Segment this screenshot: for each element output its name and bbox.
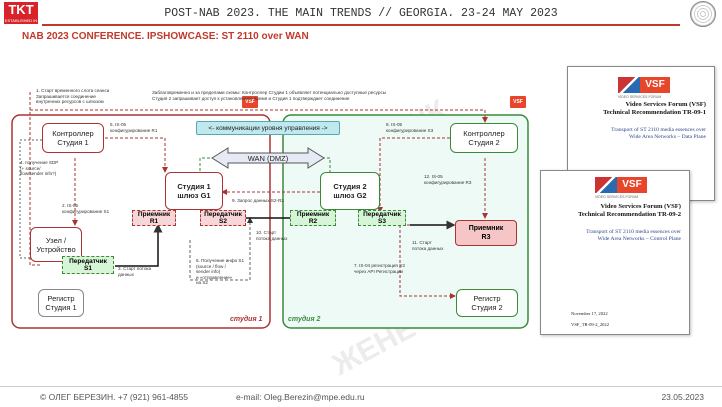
vsf-document-tr09-2: VSF VIDEO SERVICES FORUM Video Services … [540, 170, 690, 335]
doc2-subtitle: Transport of ST 2110 media essences over… [586, 229, 681, 242]
header-title: POST-NAB 2023. THE MAIN TRENDS // GEORGI… [164, 7, 558, 20]
vsf-badge: VSF [242, 96, 258, 108]
step-5-label: 5. IS-05 конфигурирование R1 [110, 122, 158, 133]
vsf-badge: VSF [510, 96, 526, 108]
footer-divider [0, 386, 722, 387]
header-divider [42, 24, 680, 26]
wan-label: WAN (DMZ) [247, 153, 289, 163]
receiver-r1: Приемник R1 [132, 210, 176, 226]
studio2-label: студия 2 [288, 316, 321, 323]
step-6-label: 6. Получение инфо S1 (source / flow / se… [196, 258, 245, 286]
step-8-label: 8. IS-05 конфигурирование S3 [386, 122, 434, 133]
vsf-logo: VSF [618, 77, 670, 93]
doc2-title: Video Services Forum (VSF) Technical Rec… [578, 203, 681, 218]
top-note-label: Заблаговременно и за пределами схемы: Ко… [152, 90, 387, 101]
step-11-label: 11. Старт потока данных [412, 240, 444, 251]
step-10-label: 10. Старт потока данных [256, 230, 288, 241]
studio1-label: студия 1 [230, 316, 263, 323]
slide-title: NAB 2023 CONFERENCE. IPSHOWCASE: ST 2110… [22, 31, 309, 42]
step-1-label: 1. Старт временного слота сеанса Запраши… [36, 88, 110, 105]
footer-author: © ОЛЕГ БЕРЕЗИН. +7 (921) 961-4855 [40, 392, 189, 402]
control-communications-bar: <- коммуникации уровня управления -> [196, 121, 340, 135]
step-7-label: 7. IS-04 регистрация S3 через API Регист… [354, 263, 405, 274]
step-12-label: 12. IS-05 конфигурирование R3 [424, 174, 472, 185]
doc2-code: VSF_TR-09-2_2022 [571, 322, 610, 327]
transmitter-s2: Передатчик S2 [200, 210, 246, 226]
seal-icon [690, 1, 716, 27]
doc1-title: Video Services Forum (VSF) Technical Rec… [603, 101, 706, 116]
receiver-r2: Приемник R2 [290, 210, 336, 226]
controller-studio2: Контроллер Студия 2 [450, 123, 518, 153]
vsf-logo-subtitle: VIDEO SERVICES FORUM [618, 95, 662, 99]
registry-studio2: Регистр Студия 2 [456, 289, 518, 317]
step-4-label: 4. получение SDP (+ source/ flow/sender … [20, 160, 59, 177]
registry-studio1: Регистр Студия 1 [38, 289, 84, 317]
doc2-date: November 17, 2022 [571, 311, 608, 316]
step-2-label: 2. IS-05 конфигурирование S1 [62, 203, 110, 214]
wan-arrow [211, 147, 325, 169]
receiver-r3: Приемник R3 [455, 220, 517, 246]
doc1-subtitle: Transport of ST 2110 media essences over… [611, 127, 706, 140]
vsf-logo: VSF [595, 177, 647, 193]
gateway-g1: Студия 1 шлюз G1 [165, 172, 223, 210]
step-9-label: 9. Запрос данных S2-R2 [232, 198, 284, 203]
studio1-frame [11, 114, 271, 329]
gateway-g2: Студия 2 шлюз G2 [320, 172, 380, 210]
controller-studio1: Контроллер Студия 1 [42, 123, 104, 153]
transmitter-s3: Передатчик S3 [358, 210, 406, 226]
footer-email: e-mail: Oleg.Berezin@mpe.edu.ru [236, 392, 365, 402]
vsf-logo-subtitle: VIDEO SERVICES FORUM [595, 195, 639, 199]
transmitter-s1: Передатчик S1 [62, 256, 114, 274]
step-3-label: 3. Старт потока данных [118, 266, 152, 277]
footer-date: 23.05.2023 [661, 392, 704, 402]
